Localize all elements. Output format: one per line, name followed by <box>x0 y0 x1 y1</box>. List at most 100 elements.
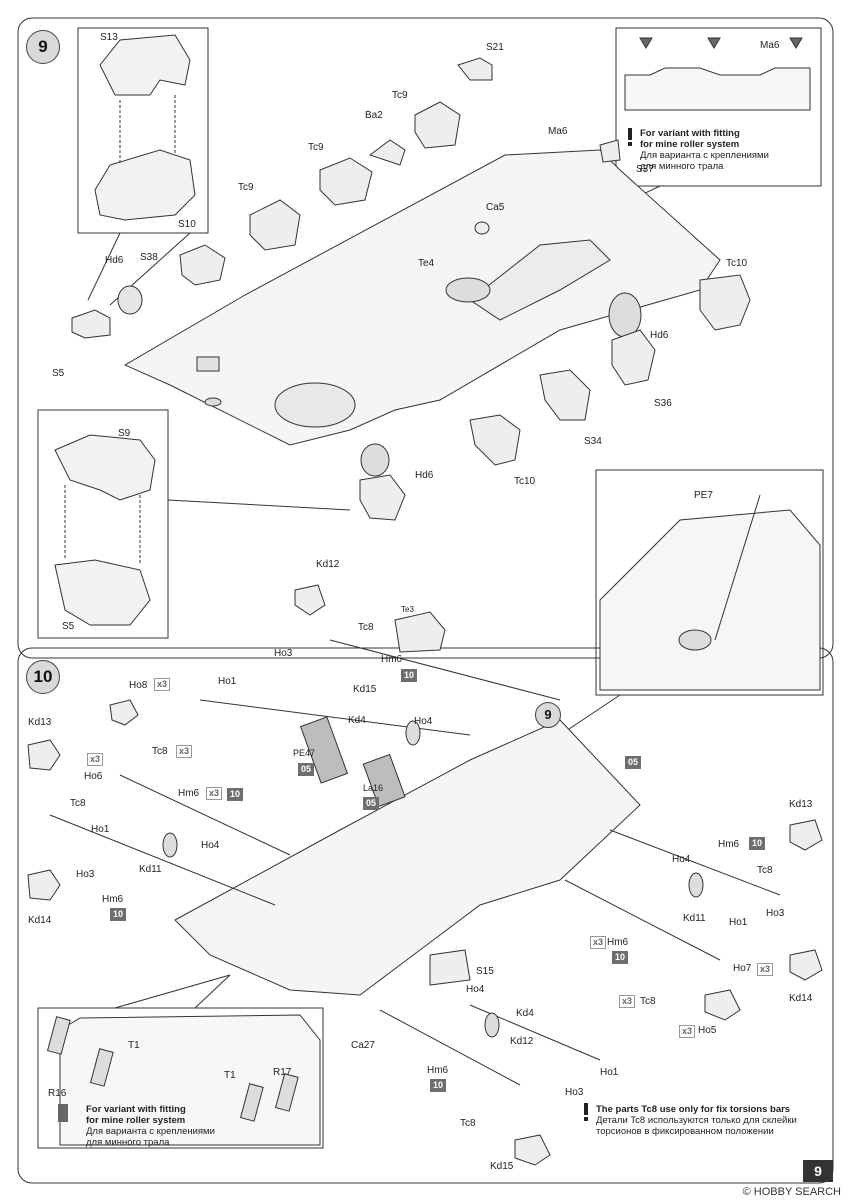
hd6-part <box>117 285 143 315</box>
part-label-tc10-b: Tc10 <box>514 476 536 487</box>
part-label-r16: R16 <box>48 1088 67 1099</box>
part-label-s37: S37 <box>636 164 654 175</box>
part-label-s10: S10 <box>178 219 196 230</box>
part-label-ho4-b: Ho4 <box>201 840 220 851</box>
part-label-ho4-c: Ho4 <box>672 854 691 865</box>
note-mine-roller-top: For variant with fitting for mine roller… <box>640 128 769 172</box>
part-label-ho1-d: Ho1 <box>600 1067 619 1078</box>
ref-box-10-d: 10 <box>749 837 766 850</box>
part-label-s13: S13 <box>100 32 118 43</box>
part-label-ho1-c: Ho1 <box>729 917 748 928</box>
part-label-tc8-e: Tc8 <box>640 996 656 1007</box>
part-label-ho5: Ho5 <box>698 1025 717 1036</box>
part-label-s21: S21 <box>486 42 504 53</box>
note-mine-en-1: For variant with fitting <box>640 128 740 139</box>
qty-x3-ho8: x3 <box>154 678 171 691</box>
part-label-te4: Te4 <box>418 258 435 269</box>
part-label-hd6-c: Hd6 <box>415 470 434 481</box>
step-number-10: 10 <box>26 660 60 694</box>
qty-x3-hm6: x3 <box>206 787 223 800</box>
part-label-hm6-e: Hm6 <box>607 937 629 948</box>
ref-box-10-e: 10 <box>612 951 629 964</box>
part-label-kd11-b: Kd11 <box>683 913 706 924</box>
note-mine-ru-1: Для варианта с креплениями <box>640 150 769 161</box>
part-label-s9: S9 <box>118 428 131 439</box>
part-label-tc9-a: Tc9 <box>392 90 408 101</box>
step9-frame <box>17 17 834 659</box>
note-tc8-ru-1: Детали Tc8 используются только для склей… <box>596 1115 797 1126</box>
part-label-hm6-d: Hm6 <box>718 839 740 850</box>
inset-s9-box <box>37 409 169 639</box>
note-tc8-ru-2: торсионов в фиксированном положении <box>596 1126 774 1137</box>
part-label-hm6-a: Hm6 <box>381 654 403 665</box>
part-label-ho1-a: Ho1 <box>218 676 237 687</box>
part-label-s5-b: S5 <box>62 621 75 632</box>
part-label-kd14-b: Kd14 <box>789 993 813 1004</box>
part-label-hm6-b: Hm6 <box>178 788 200 799</box>
ref-box-05-a: 05 <box>298 763 315 776</box>
inset-mine-bottom-box <box>37 1007 324 1149</box>
part-label-la16: La16 <box>363 783 384 793</box>
part-label-tc9-b: Tc9 <box>308 142 324 153</box>
part-label-ho8: Ho8 <box>129 680 148 691</box>
ref-box-10-c: 10 <box>110 908 127 921</box>
note-tc8: The parts Tc8 use only for fix torsions … <box>596 1104 797 1137</box>
note-mine-ru-2: для минного трала <box>640 161 724 172</box>
qty-x3-ho6: x3 <box>87 753 104 766</box>
note-mine-ru-2-b: для минного трала <box>86 1137 170 1148</box>
qty-x3-ho7: x3 <box>757 963 774 976</box>
part-label-t1-b: T1 <box>224 1070 236 1081</box>
chassis-frame <box>174 719 641 996</box>
ref-box-10-f: 10 <box>430 1079 447 1092</box>
part-label-tc10-a: Tc10 <box>726 258 748 269</box>
part-label-ba2: Ba2 <box>365 110 383 121</box>
part-label-pe47: PE47 <box>293 748 316 758</box>
part-label-r17: R17 <box>273 1067 292 1078</box>
qty-x3-tc8-r: x3 <box>619 995 636 1008</box>
note-mine-en-2: for mine roller system <box>640 139 740 150</box>
note-mine-ru-1-b: Для варианта с креплениями <box>86 1126 215 1137</box>
part-label-ho4-d: Ho4 <box>466 984 485 995</box>
part-label-kd14-a: Kd14 <box>28 915 52 926</box>
part-label-tc9-c: Tc9 <box>238 182 254 193</box>
part-label-tc8-f: Tc8 <box>460 1118 476 1129</box>
part-label-ho3-b: Ho3 <box>76 869 95 880</box>
ref-box-05-b: 05 <box>363 797 380 810</box>
part-label-kd12-a: Kd12 <box>316 559 340 570</box>
part-label-kd11-a: Kd11 <box>139 864 162 875</box>
part-label-ho1-b: Ho1 <box>91 824 110 835</box>
part-label-hm6-c: Hm6 <box>102 894 124 905</box>
part-label-kd13-b: Kd13 <box>789 799 813 810</box>
part-label-kd15-b: Kd15 <box>490 1161 514 1172</box>
part-label-ho3-a: Ho3 <box>274 648 293 659</box>
inset-mine-box <box>615 27 822 187</box>
part-label-kd13-a: Kd13 <box>28 717 52 728</box>
part-label-hd6-a: Hd6 <box>105 255 124 266</box>
part-label-tc8-d: Tc8 <box>757 865 773 876</box>
qty-x3-tc8: x3 <box>176 745 193 758</box>
inset-pe7-box <box>595 469 824 696</box>
warning-exclamation-icon-2 <box>584 1103 588 1115</box>
note-mine-roller-bottom: For variant with fitting for mine roller… <box>86 1104 215 1148</box>
part-label-hm6-f: Hm6 <box>427 1065 449 1076</box>
part-label-s38: S38 <box>140 252 158 263</box>
part-label-s36: S36 <box>654 398 672 409</box>
part-label-te3: Te3 <box>401 605 414 614</box>
part-label-ca5: Ca5 <box>486 202 505 213</box>
ref-box-05-c: 05 <box>625 756 642 769</box>
part-label-s15: S15 <box>476 966 494 977</box>
part-label-tc8-c: Tc8 <box>70 798 86 809</box>
note-mine-en-2-b: for mine roller system <box>86 1115 186 1126</box>
note-mine-en-1-b: For variant with fitting <box>86 1104 186 1115</box>
part-label-ho6: Ho6 <box>84 771 103 782</box>
ref-box-10-a: 10 <box>401 669 418 682</box>
part-label-s34: S34 <box>584 436 602 447</box>
part-label-t1-a: T1 <box>128 1040 140 1051</box>
part-label-ma6: Ma6 <box>548 126 568 137</box>
part-label-ho7: Ho7 <box>733 963 752 974</box>
part-label-ho4-a: Ho4 <box>414 716 433 727</box>
part-label-hd6-b: Hd6 <box>650 330 669 341</box>
part-label-kd4-a: Kd4 <box>348 715 366 726</box>
qty-x3-ho5: x3 <box>679 1025 696 1038</box>
inset-s13-box <box>77 27 209 234</box>
